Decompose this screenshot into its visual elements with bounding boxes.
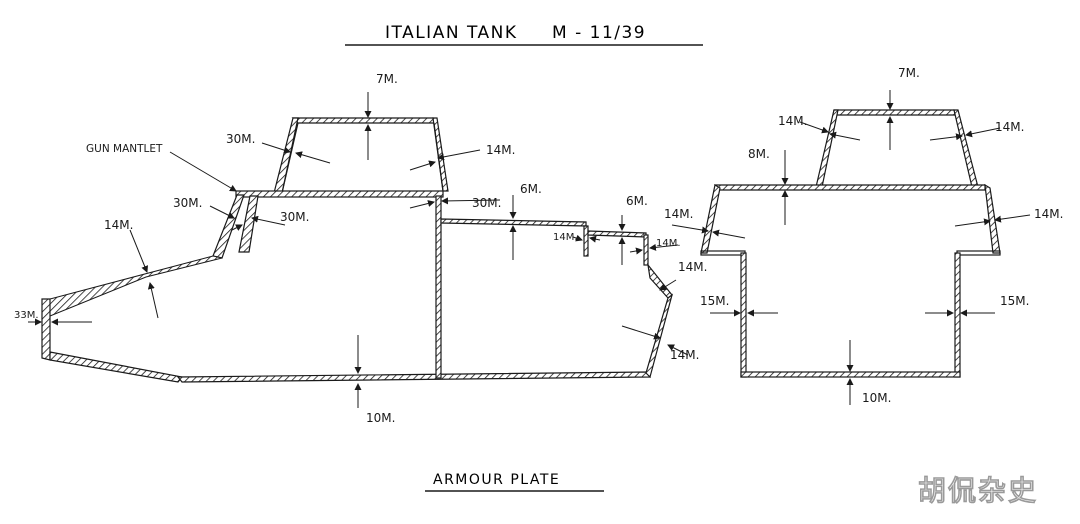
side-turret [273,117,449,194]
side-rear-upper-label: 14M. [678,260,707,274]
side-mantlet-upper-label: 30M. [173,196,202,210]
end-hull-body [740,252,961,378]
armour-plate-caption: ARMOUR PLATE [433,472,560,488]
end-floor-label: 10M. [862,391,891,405]
side-hull-front [41,255,223,383]
side-mantlet-lower-label: 30M. [280,210,309,224]
end-hull-roof [714,184,986,191]
side-floor [176,371,651,383]
side-engine-front-label: 14M. [553,232,578,243]
side-glacis-label: 14M. [104,218,133,232]
side-view-arrows [28,92,689,408]
end-sponsons [700,183,1001,256]
side-turret-rear-label: 14M. [486,143,515,157]
end-turret-right-label: 14M. [995,120,1024,134]
end-hull-right-label: 15M. [1000,294,1029,308]
end-turret [815,109,979,188]
side-engine-step-label: 6M. [626,194,648,208]
side-turret-front-label: 30M. [226,132,255,146]
end-view-arrows [671,90,1031,405]
side-floor-label: 10M. [366,411,395,425]
end-hull-left-label: 15M. [700,294,729,308]
end-turret-left-label: 14M. [778,114,807,128]
end-hull-roof-label: 8M. [748,147,770,161]
dimension-labels: GUN MANTLET 7M. 30M. 14M. 30M. 30M. 14M.… [14,66,1063,425]
end-turret-roof-label: 7M. [898,66,920,80]
side-roof-turret-label: 7M. [376,72,398,86]
side-engine-mid-label: 14M. [656,238,681,249]
drawing-title: ITALIAN TANK M - 11/39 [385,23,646,43]
end-view [700,109,1001,378]
side-rear-lower-label: 14M. [670,348,699,362]
gun-mantlet-label: GUN MANTLET [86,143,163,155]
end-sponson-left-label: 14M. [664,207,693,221]
side-engine-roof-label: 6M. [520,182,542,196]
side-engine-deck [440,218,674,379]
end-sponson-right-label: 14M. [1034,207,1063,221]
side-turret-ring [235,190,444,198]
side-view [41,117,674,383]
side-nose-label: 33M. [14,310,39,321]
side-bulkhead [435,195,442,379]
watermark: 胡侃杂史 [918,474,1038,507]
side-gun-mantlet [212,194,259,259]
side-hull-roof-label: 30M. [472,196,501,210]
